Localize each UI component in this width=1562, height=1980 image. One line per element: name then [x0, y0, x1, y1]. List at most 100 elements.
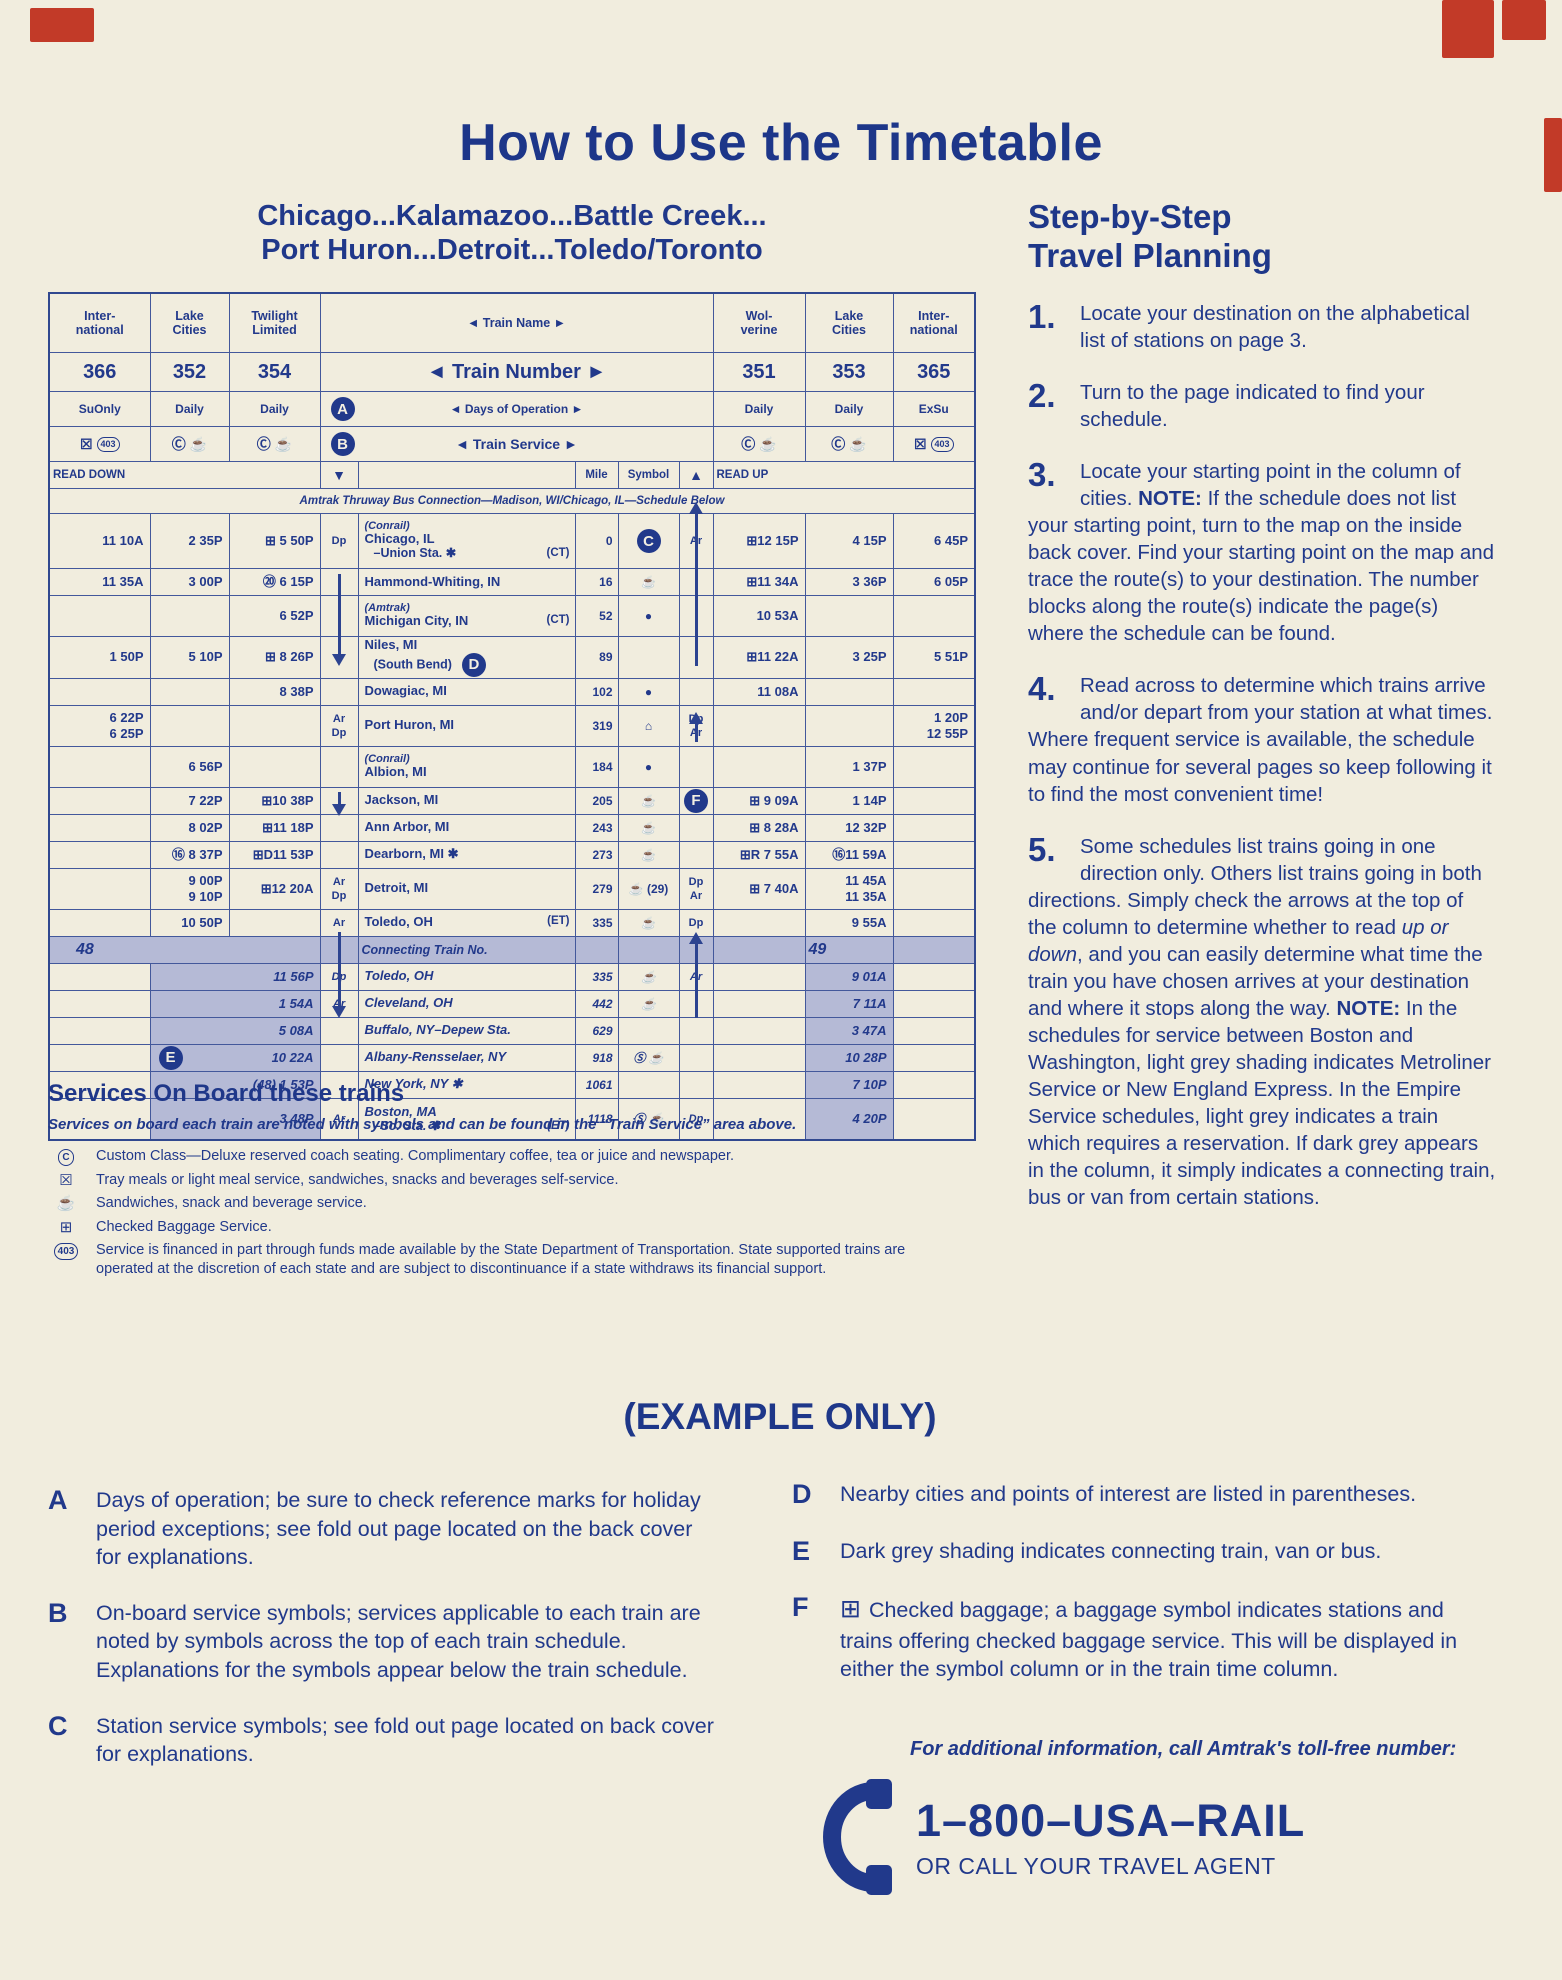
- train-number-365: 365: [892, 352, 976, 392]
- time-cell-366: [48, 786, 151, 815]
- train-name-label: ◄ Train Name ►: [466, 315, 567, 330]
- station-name: Toledo, OH: [364, 968, 434, 984]
- symbol-cell: ☕: [617, 840, 680, 869]
- travel-planning-column: Step-by-Step Travel Planning 1.Locate yo…: [1028, 198, 1496, 1236]
- station-cell: (Conrail)Albion, MI: [357, 745, 576, 788]
- time-cell-366: [48, 745, 151, 788]
- phone-agent-line: OR CALL YOUR TRAVEL AGENT: [916, 1852, 1276, 1879]
- read-up-arrow: [689, 932, 703, 1018]
- time-cell-366: [48, 595, 151, 637]
- train-name-row: Inter- national Lake Cities Twilight Lim…: [48, 292, 976, 353]
- service-legend-item: ☕Sandwiches, snack and beverage service.: [48, 1194, 953, 1214]
- planning-steps: 1.Locate your destination on the alphabe…: [1028, 300, 1496, 1211]
- station-name: Cleveland, OH: [364, 995, 453, 1011]
- time-value: 1 54A: [278, 995, 314, 1011]
- read-up-label: READ UP: [712, 461, 976, 489]
- legend-text: Dark grey shading indicates connecting t…: [840, 1537, 1381, 1567]
- symbol-cell: ☕: [617, 813, 680, 842]
- time-cell-353: 1 14P: [804, 786, 894, 815]
- empty-cell: [892, 1097, 976, 1141]
- time-cell-366: [48, 813, 151, 842]
- legend-letter-D: D: [792, 1479, 812, 1509]
- time-cell-351: 10 53A: [712, 595, 806, 637]
- legend-text: On-board service symbols; services appli…: [96, 1599, 723, 1685]
- phone-note: For additional information, call Amtrak'…: [910, 1738, 1457, 1760]
- time-cell-366: 11 35A: [48, 568, 151, 596]
- arrive-depart-cell: [319, 1043, 359, 1072]
- empty-cell: [712, 1043, 806, 1072]
- time-cell-354: 6 52P: [228, 595, 321, 637]
- time-cell: 11 56P: [149, 962, 321, 991]
- step-text: Locate your destination on the alphabeti…: [1080, 301, 1470, 352]
- empty-cell: [892, 962, 976, 991]
- time-cell-366: 6 22P 6 25P: [48, 704, 151, 747]
- empty-cell: [712, 1016, 806, 1045]
- time-cell-353: 11 45A 11 35A: [804, 867, 894, 910]
- days-366: SuOnly: [48, 391, 151, 427]
- connecting-train-label: Connecting Train No.: [357, 935, 576, 964]
- time-cell-366: [48, 908, 151, 937]
- time-cell-353: 3 36P: [804, 568, 894, 596]
- scan-artifact: [30, 8, 94, 42]
- mile-cell: 16: [574, 568, 619, 596]
- service-symbol: 403: [48, 1241, 84, 1279]
- train-number-354: 354: [228, 352, 321, 392]
- time-cell-365: 5 51P: [892, 636, 976, 679]
- service-symbol: Ⓒ: [831, 436, 846, 452]
- station-name: Albany-Rensselaer, NY: [364, 1049, 507, 1065]
- train-name-353: Lake Cities: [804, 292, 894, 353]
- phone-text: 1–800–USA–RAIL OR CALL YOUR TRAVEL AGENT: [916, 1795, 1305, 1880]
- time-cell: 7 11A: [804, 989, 894, 1018]
- step-number: 2.: [1028, 376, 1056, 414]
- scan-artifact: [1502, 0, 1546, 40]
- time-cell-352: [149, 677, 230, 706]
- depart-arrive-cell: [678, 1016, 714, 1045]
- time-cell-365: [892, 677, 976, 706]
- time-cell-354: [228, 908, 321, 937]
- phone-section: For additional information, call Amtrak'…: [820, 1738, 1510, 1897]
- days-of-operation-row: SuOnly Daily Daily A◄ Days of Operation …: [48, 391, 976, 427]
- station-cell: Cleveland, OH: [357, 989, 576, 1018]
- time-cell-352: [149, 595, 230, 637]
- time-cell-366: 11 10A: [48, 513, 151, 569]
- depart-arrive-cell: [678, 1070, 714, 1099]
- depart-arrive-cell: F: [678, 786, 714, 815]
- time-cell-365: [892, 840, 976, 869]
- train-name-366: Inter- national: [48, 292, 151, 353]
- route-heading-line1: Chicago...Kalamazoo...Battle Creek...: [257, 200, 767, 232]
- train-name-352: Lake Cities: [149, 292, 230, 353]
- station-note: (Amtrak): [364, 601, 410, 614]
- service-symbols-351: Ⓒ☕: [712, 426, 806, 462]
- connecting-train-no-left: 48: [48, 935, 321, 964]
- annotation-badge-D: D: [461, 652, 486, 677]
- read-down-arrow: [332, 574, 346, 666]
- service-symbol: Ⓒ: [256, 436, 271, 452]
- empty-cell: [48, 989, 151, 1018]
- time-cell-353: 4 15P: [804, 513, 894, 569]
- spacer-cell: [712, 935, 806, 964]
- symbol-cell: [617, 1016, 680, 1045]
- station-name: Michigan City, IN(CT): [364, 613, 570, 629]
- time-cell-365: [892, 595, 976, 637]
- service-description: Tray meals or light meal service, sandwi…: [96, 1171, 619, 1188]
- planning-step: 2.Turn to the page indicated to find you…: [1028, 379, 1496, 433]
- station-cell: Dowagiac, MI: [357, 677, 576, 706]
- read-down-label: READ DOWN: [48, 461, 321, 489]
- time-cell-351: ⊞ 7 40A: [712, 867, 806, 910]
- depart-arrive-cell: [678, 677, 714, 706]
- mile-cell: 205: [574, 786, 619, 815]
- phone-row: 1–800–USA–RAIL OR CALL YOUR TRAVEL AGENT: [820, 1777, 1510, 1897]
- time-cell-352: 2 35P: [149, 513, 230, 569]
- service-symbol: ☕: [274, 436, 293, 452]
- station-cell: Hammond-Whiting, IN: [357, 568, 576, 596]
- mile-cell: 273: [574, 840, 619, 869]
